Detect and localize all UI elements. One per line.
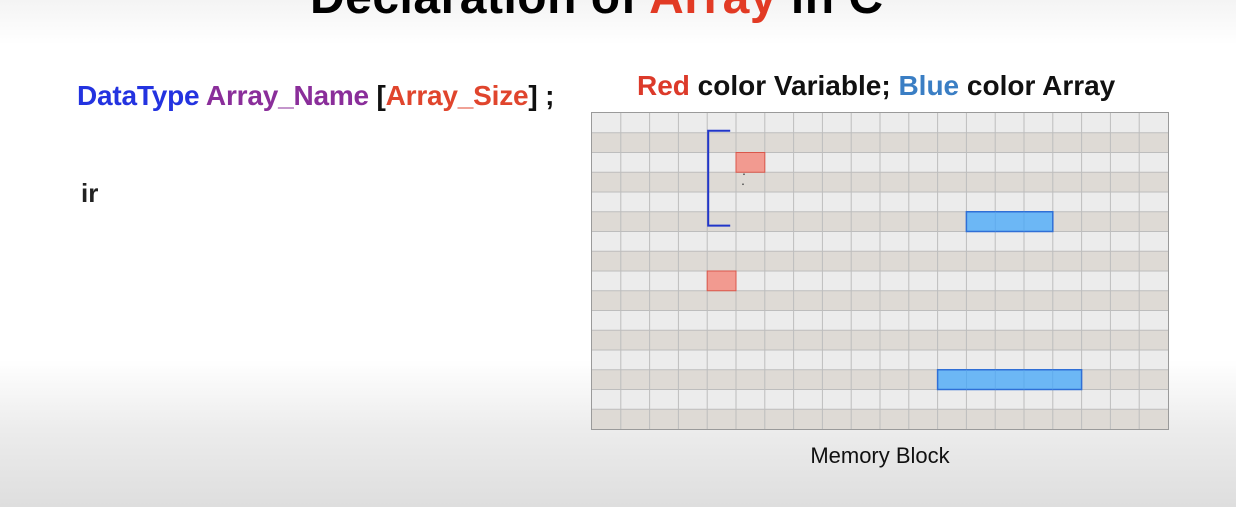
title-suffix: in C	[777, 0, 884, 24]
pointer-dot	[743, 173, 745, 176]
memory-block-grid	[591, 112, 1169, 430]
variable-cell	[735, 152, 766, 173]
pointer-dot	[742, 183, 744, 186]
syntax-datatype: DataType	[77, 80, 200, 111]
address-bracket	[707, 129, 731, 227]
syntax-close-bracket: ] ;	[528, 80, 555, 111]
title-highlight: Array	[649, 0, 777, 24]
legend-red-rest: color Variable;	[689, 70, 899, 101]
code-example: ir	[81, 178, 99, 208]
syntax-array-name: Array_Name	[205, 80, 369, 111]
title-prefix: Declaration of	[310, 0, 649, 24]
array-block	[965, 211, 1054, 233]
slide-title: Declaration of Array in C	[310, 0, 884, 25]
array-declaration-syntax: DataType Array_Name [Array_Size] ;	[77, 80, 554, 112]
legend-blue-rest: color Array	[959, 70, 1116, 101]
array-block	[936, 369, 1083, 391]
variable-cell	[706, 270, 737, 292]
legend-blue-word: Blue	[898, 70, 960, 101]
syntax-array-size: Array_Size	[385, 80, 529, 111]
memory-block-caption: Memory Block	[810, 443, 950, 468]
syntax-open-bracket: [	[376, 80, 386, 111]
legend-red-word: Red	[637, 70, 690, 101]
memory-grid-svg	[592, 113, 1168, 429]
color-legend: Red color Variable; Blue color Array	[637, 70, 1115, 102]
